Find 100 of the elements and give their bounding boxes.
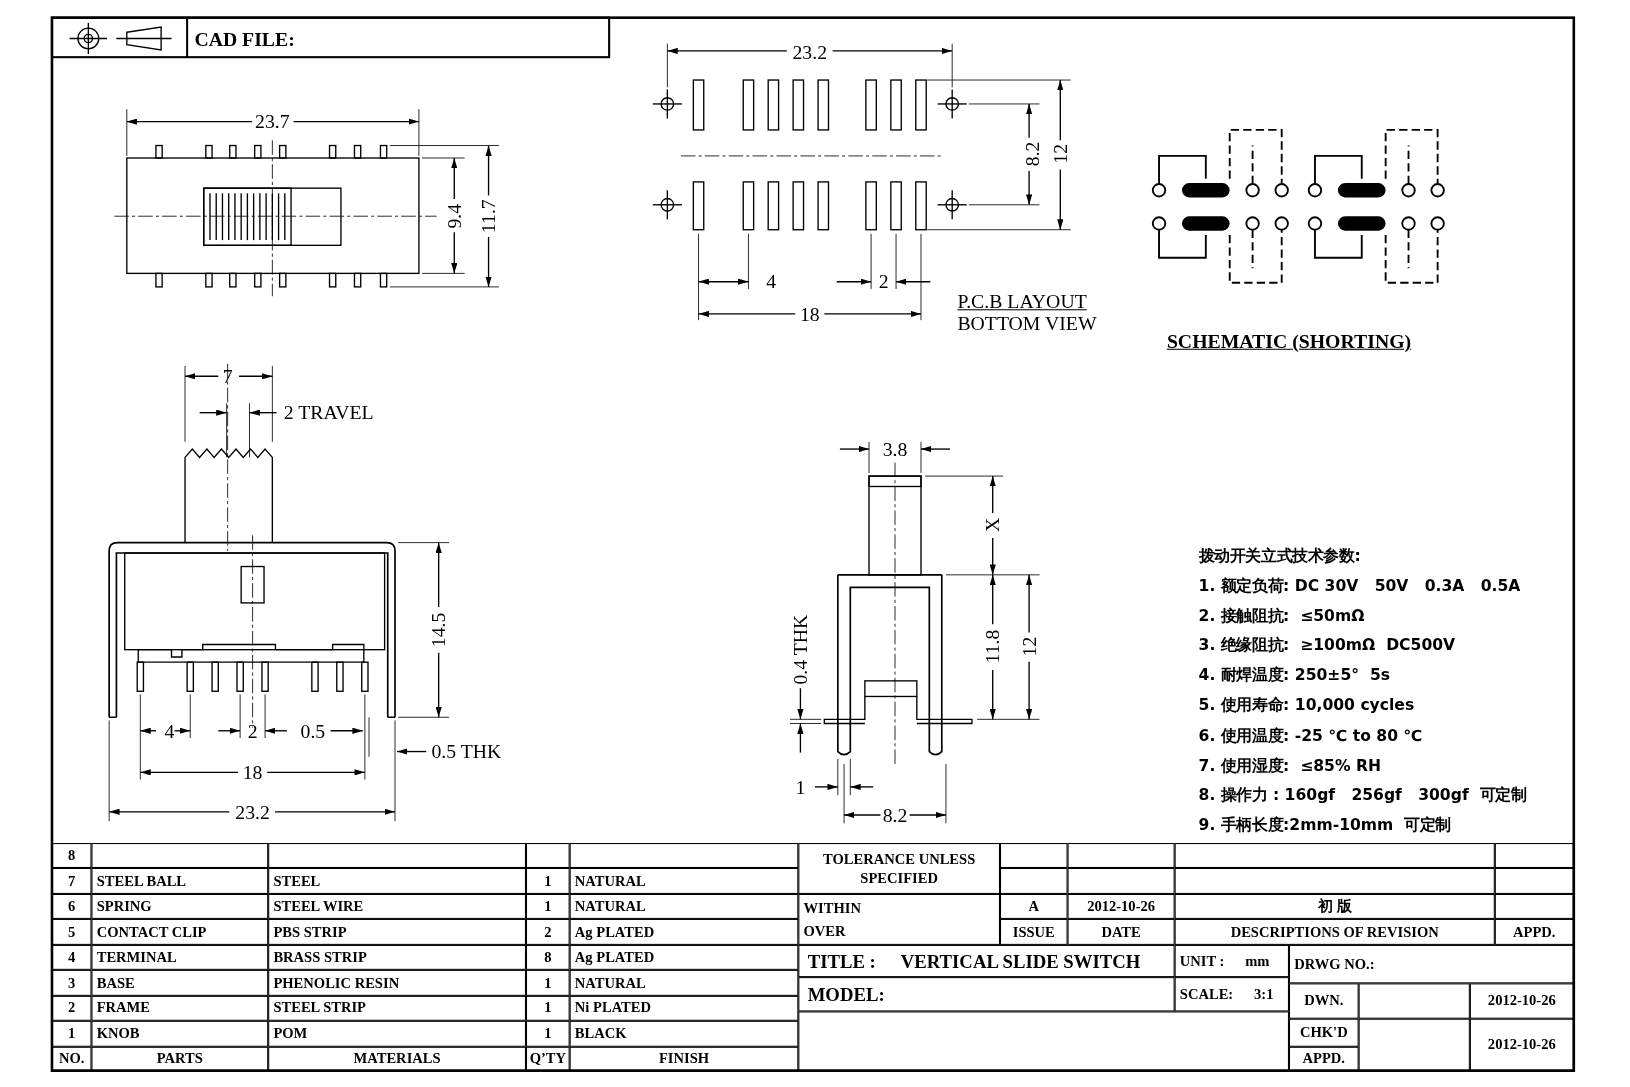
dimension-label: 9.4: [444, 202, 465, 231]
cell-text: 1: [544, 1024, 552, 1043]
cell-text: 1: [544, 973, 552, 992]
spec-item: 7. 使用湿度: ≤85% RH: [1198, 757, 1382, 774]
cell-text: VERTICAL SLIDE SWITCH: [900, 951, 1141, 971]
cell-text: TOLERANCE UNLESS SPECIFIED: [822, 850, 977, 887]
spec-item: 8. 操作力 : 160gf 256gf 300gf 可定制: [1198, 787, 1527, 804]
cell-text: 3:1: [1254, 985, 1274, 1004]
dimension-label: 23.2: [791, 42, 829, 62]
cell-text: STEEL: [273, 871, 321, 891]
cell-text: 1: [68, 1024, 76, 1043]
cell-text: STEEL STRIP: [273, 999, 366, 1018]
spec-item: 1. 额定负荷: DC 30V 50V 0.3A 0.5A: [1198, 578, 1521, 594]
cell-text: BASE: [96, 973, 135, 992]
spec-item: 9. 手柄长度:2mm-10mm 可定制: [1198, 817, 1451, 834]
dimension-label: 8.2: [1022, 140, 1043, 169]
cell-text: FRAME: [96, 999, 151, 1018]
dimension-label: 0.5: [299, 720, 327, 741]
cell-text: 4: [68, 948, 76, 967]
cell-text: MATERIALS: [353, 1049, 441, 1068]
spec-item: 6. 使用温度: -25 ℃ to 80 ℃: [1198, 727, 1423, 744]
cell-text: BLACK: [574, 1024, 627, 1043]
cell-text: Q’TY: [529, 1049, 566, 1068]
dimension-label: 12: [1050, 142, 1071, 166]
dimension-label: 12: [1019, 635, 1039, 659]
cell-text: CHK'D: [1299, 1023, 1348, 1042]
cell-text: NATURAL: [574, 973, 646, 992]
cell-text: Ag PLATED: [574, 922, 655, 941]
cell-text: 8: [68, 846, 76, 865]
dimension-label: 1: [794, 777, 807, 797]
spec-item: 4. 耐焊温度: 250±5° 5s: [1198, 668, 1391, 684]
dimension-label: 2: [246, 720, 259, 741]
view-caption: P.C.B LAYOUT: [957, 291, 1087, 312]
cell-text: 1: [544, 999, 552, 1018]
cell-text: Ag PLATED: [574, 948, 655, 967]
cell-text: 2: [68, 999, 76, 1018]
cell-text: SPRING: [96, 897, 152, 916]
dimension-label: 23.2: [234, 801, 271, 822]
dimension-label: 7: [221, 366, 234, 387]
cell-text: DATE: [1101, 922, 1141, 941]
cell-text: NO.: [59, 1049, 85, 1068]
cell-text: DRWG NO.:: [1294, 955, 1375, 974]
dimension-label: 14.5: [428, 611, 449, 650]
dimension-label: 11.7: [478, 198, 499, 236]
dimension-label: 4: [163, 720, 176, 741]
spec-item: 5. 使用寿命: 10,000 cycles: [1198, 698, 1415, 714]
cell-text: 初 版: [1318, 897, 1352, 916]
cell-text: 2012-10-26: [1087, 897, 1156, 916]
cell-text: 8: [544, 948, 552, 967]
dimension-label: 4: [765, 271, 778, 292]
schematic-caption: SCHEMATIC (SHORTING): [1165, 331, 1413, 351]
cell-text: STEEL WIRE: [273, 897, 364, 916]
cell-text: APPD.: [1513, 922, 1556, 941]
cell-text: 7: [68, 871, 76, 891]
cell-text: MODEL:: [807, 984, 885, 1004]
cell-text: 3: [68, 973, 76, 992]
cell-text: NATURAL: [574, 897, 646, 916]
cell-text: Ni PLATED: [574, 999, 651, 1018]
cell-text: POM: [273, 1024, 308, 1043]
cell-text: 2012-10-26: [1487, 1035, 1556, 1054]
cell-text: 5: [68, 922, 76, 941]
cell-text: TITLE :: [807, 951, 876, 971]
spec-item: 3. 绝缘阻抗: ≥100mΩ DC500V: [1198, 638, 1456, 654]
cell-text: PARTS: [156, 1049, 203, 1068]
dimension-label: 0.4 THK: [790, 613, 811, 687]
cell-text: 2: [544, 922, 552, 941]
view-caption: BOTTOM VIEW: [957, 313, 1097, 334]
cell-text: 1: [544, 871, 552, 891]
cell-text: WITHIN: [803, 899, 861, 918]
cell-text: A: [1028, 897, 1040, 916]
cell-text: CONTACT CLIP: [96, 922, 207, 941]
cell-text: mm: [1245, 951, 1270, 971]
spec-item: 2. 接触阻抗: ≤50mΩ: [1198, 608, 1365, 624]
cell-text: SCALE:: [1179, 985, 1234, 1004]
cell-text: OVER: [803, 921, 846, 940]
cell-text: TERMINAL: [96, 948, 177, 967]
dimension-label: 18: [798, 304, 821, 324]
cell-text: BRASS STRIP: [273, 948, 367, 967]
cell-text: 6: [68, 897, 76, 916]
cell-text: FINISH: [658, 1049, 710, 1068]
dimension-label: 3.8: [881, 439, 909, 459]
spec-heading: 拨动开关立式技术参数:: [1198, 548, 1361, 564]
cell-text: STEEL BALL: [96, 871, 187, 891]
dimension-label: 11.8: [982, 628, 1003, 666]
dimension-label: 2: [877, 271, 890, 292]
cell-text: DESCRIPTIONS OF REVISION: [1230, 922, 1439, 941]
cell-text: PHENOLIC RESIN: [273, 973, 400, 992]
cell-text: UNIT :: [1179, 951, 1225, 971]
cell-text: 1: [544, 897, 552, 916]
cell-text: DWN.: [1304, 992, 1344, 1011]
header-text: CAD FILE:: [194, 29, 295, 50]
cell-text: APPD.: [1302, 1049, 1345, 1068]
cell-text: 2012-10-26: [1487, 992, 1556, 1011]
dimension-label: 23.7: [254, 111, 291, 132]
cell-text: PBS STRIP: [273, 922, 347, 941]
dimension-label: 2 TRAVEL: [283, 402, 374, 423]
dimension-label: 0.5 THK: [431, 741, 502, 762]
dimension-label: 18: [241, 762, 264, 783]
cell-text: KNOB: [96, 1024, 140, 1043]
cell-text: NATURAL: [574, 871, 646, 891]
